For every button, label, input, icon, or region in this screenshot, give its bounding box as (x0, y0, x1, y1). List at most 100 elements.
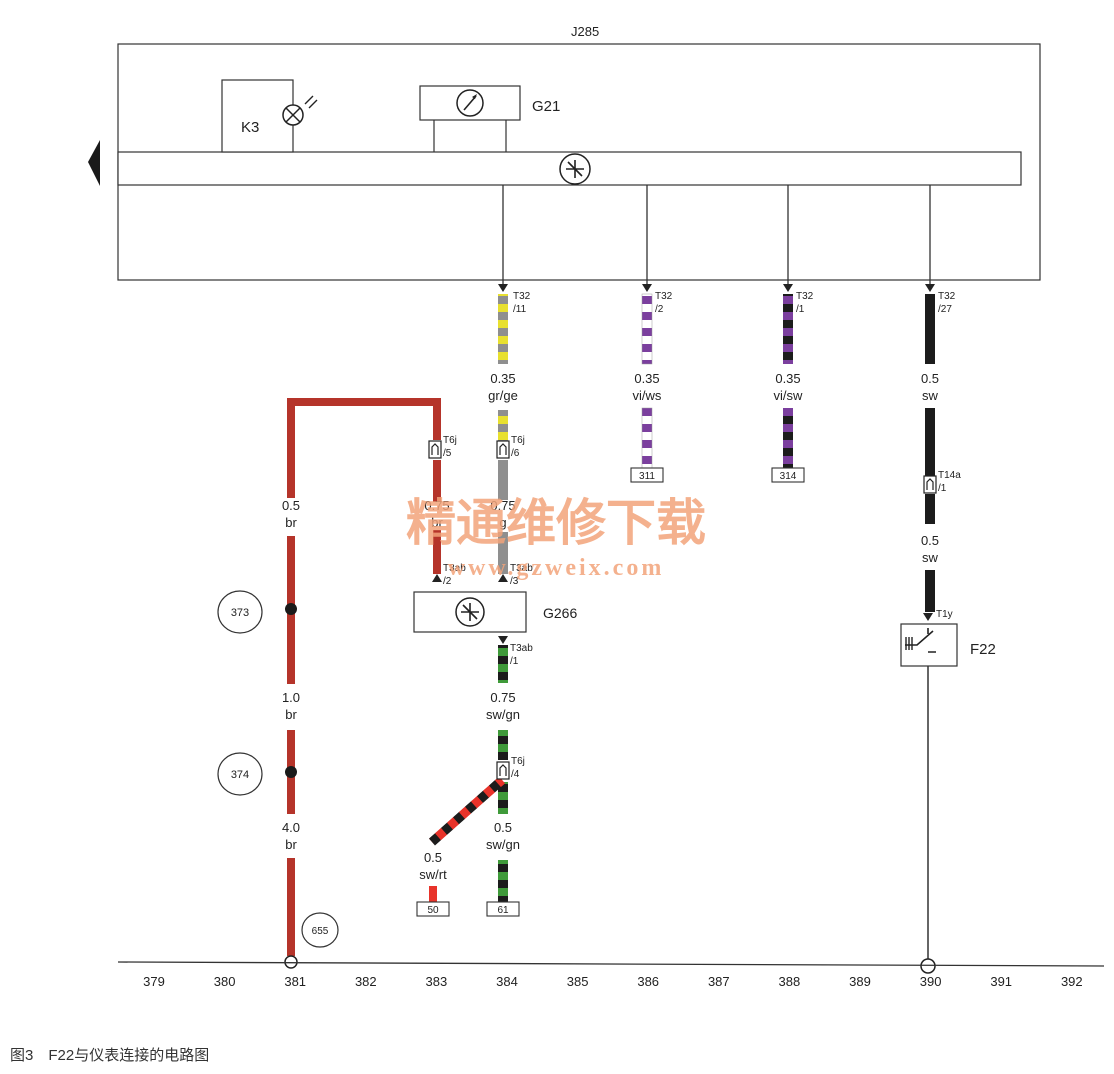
ground-ref-373-label: 373 (231, 607, 249, 619)
track-number: 390 (920, 974, 942, 989)
wire-swgn-075-size: 0.75 (490, 690, 515, 705)
track-number: 379 (143, 974, 165, 989)
ground-ref-655-label: 655 (312, 926, 329, 937)
watermark-url: www.gzweix.com (448, 555, 665, 581)
ground-ref-374-label: 374 (231, 769, 249, 781)
wire-br-loop (287, 398, 441, 498)
t3ab-1-name: T3ab (510, 643, 533, 654)
connector-t14a-1-icon (923, 475, 937, 494)
wire-br-05-color: br (285, 515, 297, 530)
track-number: 381 (284, 974, 306, 989)
ground-ref-373 (217, 590, 263, 634)
wire-sw-top (925, 294, 935, 364)
continuation-arrow-icon (88, 140, 100, 186)
t3ab-2-name: T3ab (443, 563, 466, 574)
t32-27-name: T32 (938, 291, 956, 302)
ref-box-61 (486, 901, 520, 917)
watermark-title: 精通维修下载 (406, 495, 706, 551)
wire-br-40-size: 4.0 (282, 820, 300, 835)
wire-swgn-05-color: sw/gn (486, 837, 520, 852)
track-number: 391 (990, 974, 1012, 989)
wire-swgn-05-size: 0.5 (494, 820, 512, 835)
wire-br-40-color: br (285, 837, 297, 852)
wire-g-size: 0.75 (490, 498, 515, 513)
wire-sw-top-size: 0.5 (921, 371, 939, 386)
t3ab-1-pin: /1 (510, 656, 519, 667)
f22-label: F22 (970, 641, 996, 658)
pressure-switch-icon (905, 628, 936, 653)
wire-swgn-075-color: sw/gn (486, 707, 520, 722)
wire-swrt-stub (429, 886, 437, 902)
sensor-bus-icon (455, 597, 485, 627)
track-number: 380 (214, 974, 236, 989)
wire-g-lower (498, 532, 508, 574)
k3-label: K3 (241, 119, 259, 136)
wire-g-upper (498, 460, 508, 500)
wire-br-10-color: br (285, 707, 297, 722)
wire-sw-to-t14a (925, 408, 935, 476)
wire-sw-to-f22 (925, 570, 935, 612)
wire-visw-color: vi/sw (774, 388, 804, 403)
splice-374-dot (285, 766, 297, 778)
wire-visw-lower (783, 408, 793, 468)
wire-g-color: g (499, 515, 506, 530)
ref-box-311 (630, 467, 664, 483)
wire-swgn-075-upper (498, 645, 508, 683)
track-number: 389 (849, 974, 871, 989)
t6j-4-name: T6j (511, 756, 525, 767)
g266-pin-arrows (432, 574, 933, 644)
t32-27-pin: /27 (938, 304, 952, 315)
wire-br-075-lower (433, 530, 441, 574)
bus-symbol-icon (559, 153, 591, 185)
track-number: 384 (496, 974, 518, 989)
wire-viws-color: vi/ws (633, 388, 662, 403)
t32-2-name: T32 (655, 291, 673, 302)
t1y-name: T1y (936, 609, 953, 620)
t14a-1-name: T14a (938, 470, 961, 481)
g21-label: G21 (532, 98, 560, 115)
warning-lamp-icon (282, 95, 318, 126)
connector-t6j-4-icon (496, 761, 510, 780)
j285-label: J285 (571, 24, 599, 39)
ground-bus-line (117, 961, 1105, 967)
wire-sw-top-color: sw (922, 388, 939, 403)
t32-11-name: T32 (513, 291, 531, 302)
t6j-6-name: T6j (511, 435, 525, 446)
wire-sw-mid-color: sw (922, 550, 939, 565)
t14a-1-pin: /1 (938, 483, 947, 494)
wire-swgn-05-upper (498, 782, 508, 814)
connector-t6j-6-icon (496, 440, 510, 459)
g266-label: G266 (543, 605, 577, 621)
t3ab-3-pin: /3 (510, 576, 519, 587)
wire-br-05-size: 0.5 (282, 498, 300, 513)
connector-t6j-5-icon (428, 440, 442, 459)
ref-50-label: 50 (427, 905, 439, 916)
track-number: 386 (637, 974, 659, 989)
wire-br-075-color: br (431, 515, 443, 530)
track-number: 385 (567, 974, 589, 989)
figure-caption: 图3 F22与仪表连接的电路图 (10, 1047, 210, 1064)
wire-grge-color: gr/ge (488, 388, 518, 403)
wire-grge-lower (498, 410, 508, 450)
k3-box (221, 79, 294, 153)
t32-1-name: T32 (796, 291, 814, 302)
wire-swgn-075-lower (498, 730, 508, 760)
wire-br-10-size: 1.0 (282, 690, 300, 705)
wire-visw-size: 0.35 (775, 371, 800, 386)
t3ab-3-name: T3ab (510, 563, 533, 574)
track-number: 387 (708, 974, 730, 989)
wire-grge-upper (498, 294, 508, 364)
wire-viws-upper (641, 293, 653, 365)
t6j-6-pin: /6 (511, 448, 520, 459)
wire-viws-size: 0.35 (634, 371, 659, 386)
ground-node-390 (920, 958, 936, 974)
ground-node-381 (284, 955, 298, 969)
wire-sw-below-t14a (925, 494, 935, 524)
t32-11-pin: /11 (513, 304, 527, 315)
wire-visw-upper (783, 294, 793, 364)
wire-sw-mid-size: 0.5 (921, 533, 939, 548)
wire-swrt-size: 0.5 (424, 850, 442, 865)
t32-1-pin: /1 (796, 304, 805, 315)
